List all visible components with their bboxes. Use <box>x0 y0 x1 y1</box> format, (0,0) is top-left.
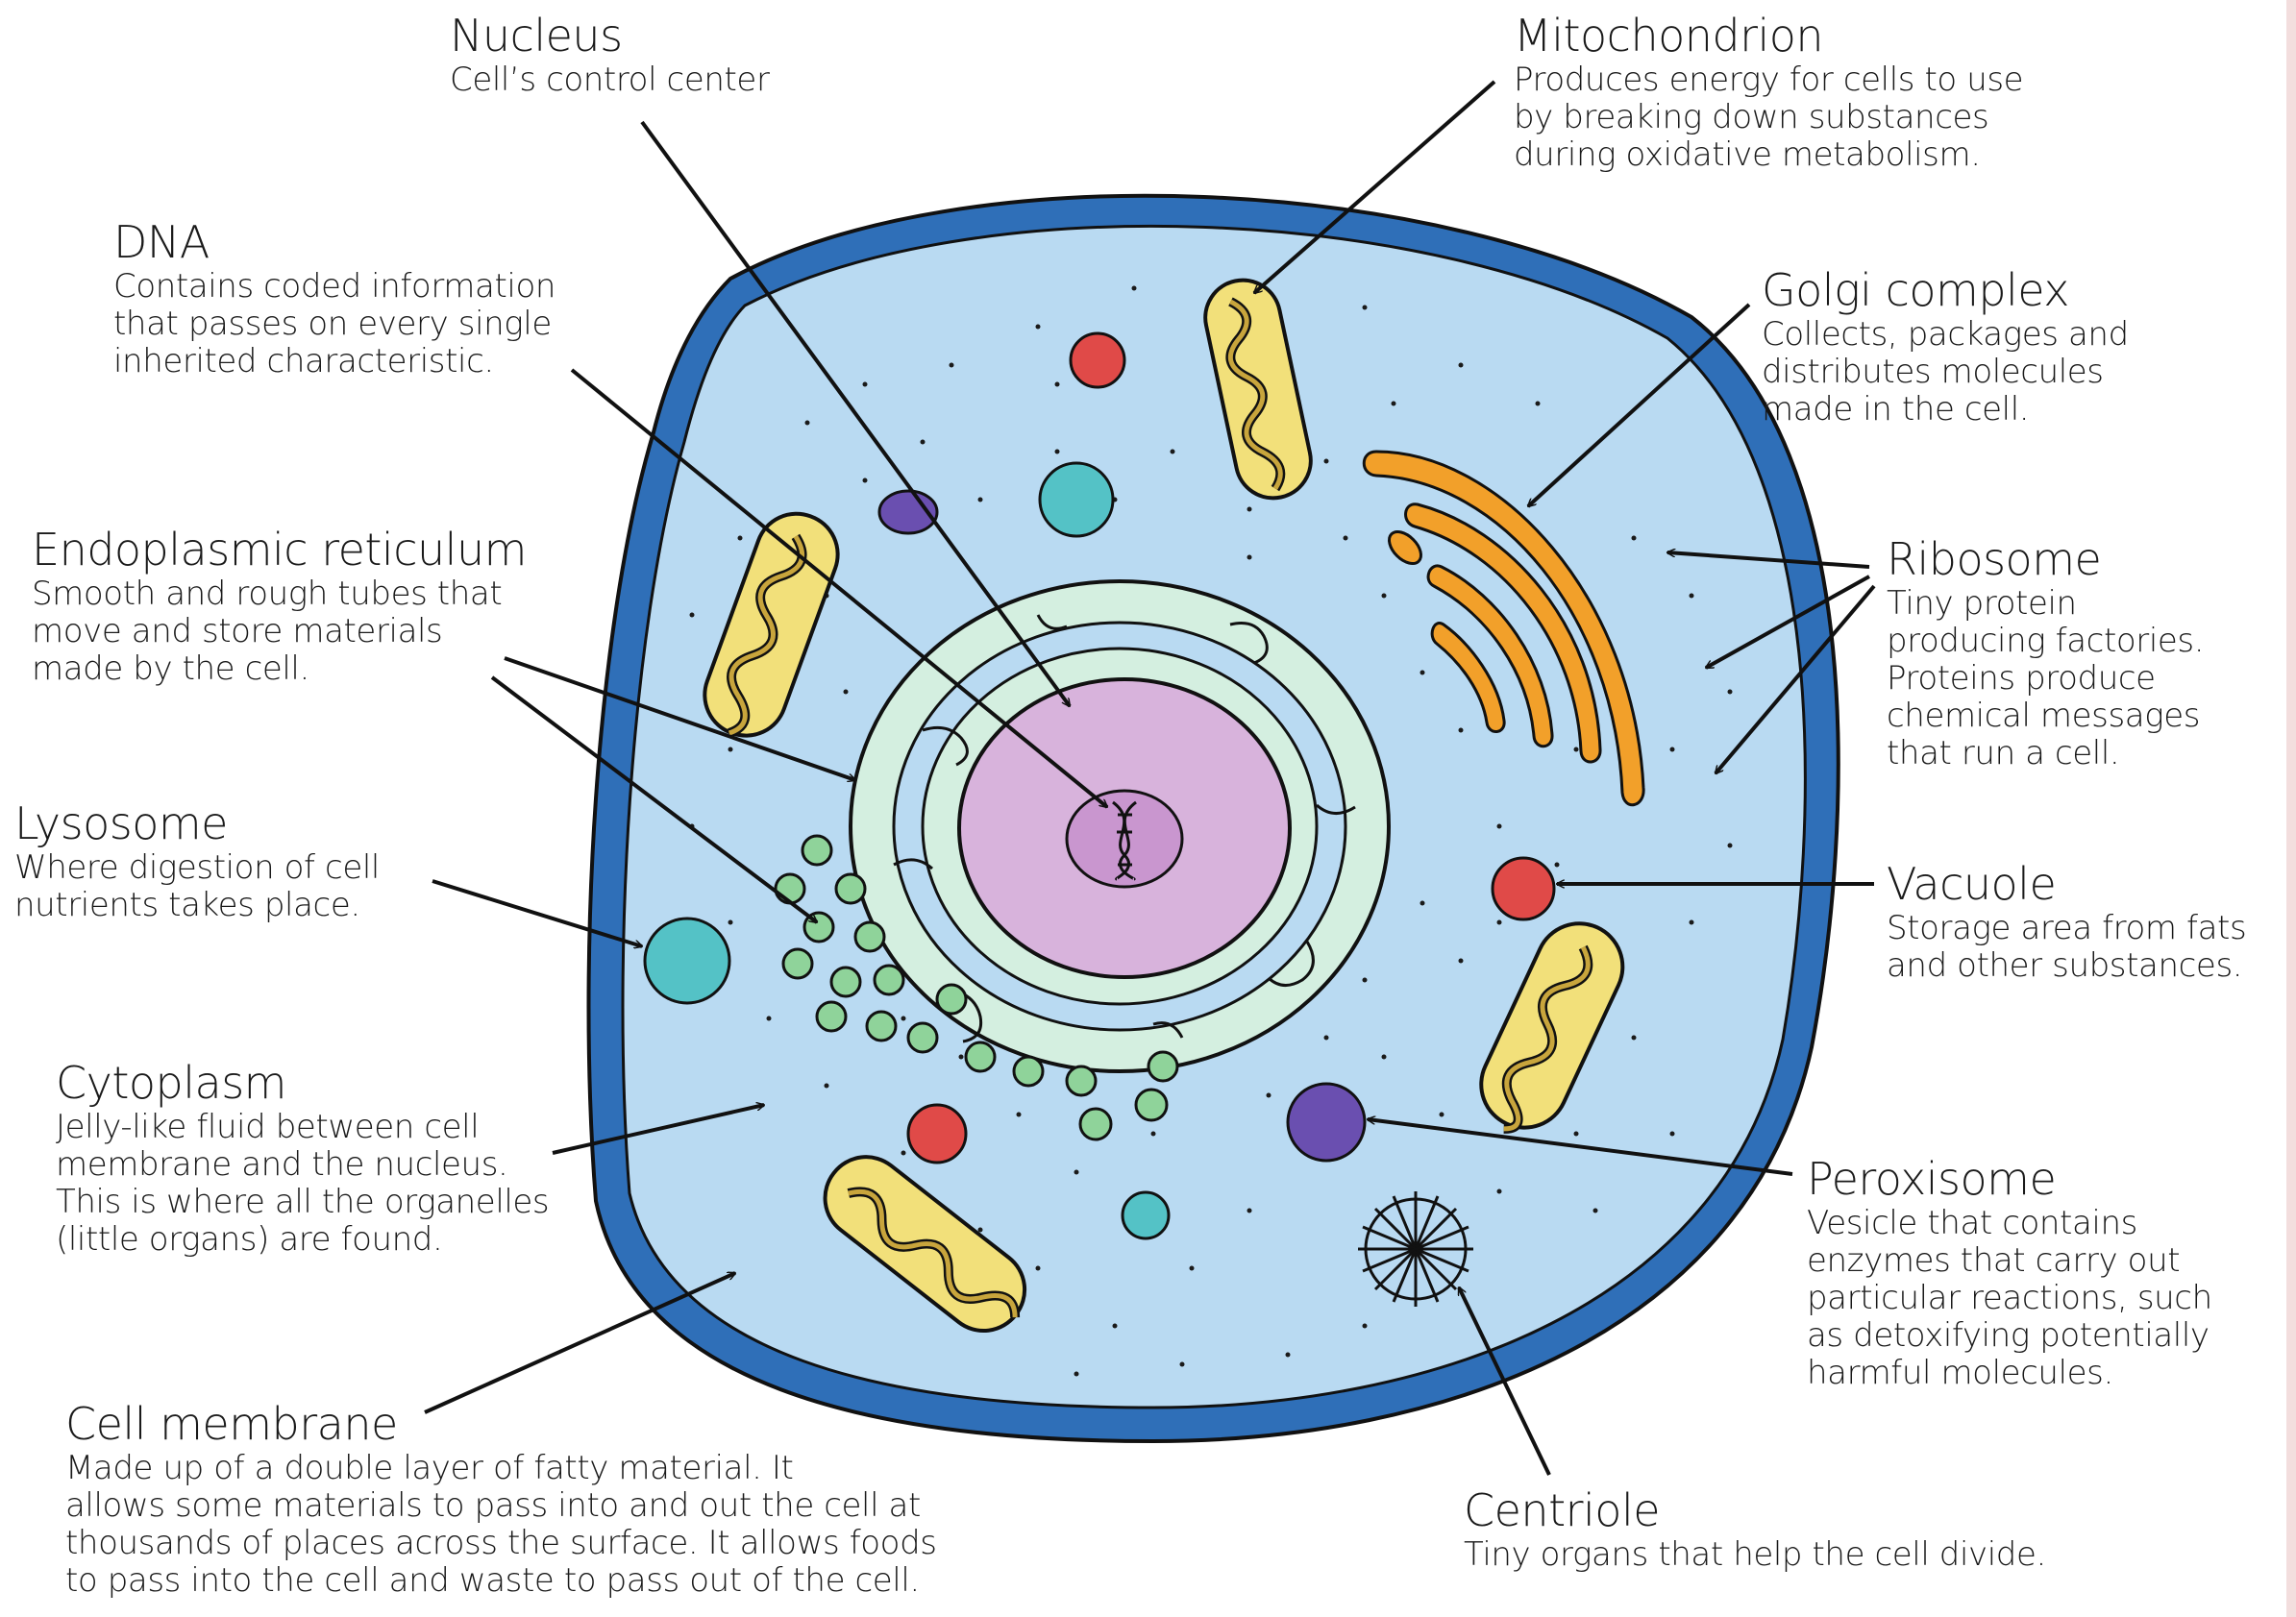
peroxisome-title: Peroxisome <box>1807 1153 2212 1205</box>
vacuole-desc: Storage area from fats and other substan… <box>1887 910 2246 985</box>
dna-title: DNA <box>113 216 555 268</box>
mitochondrion-desc: Produces energy for cells to use by brea… <box>1514 61 2023 174</box>
centriole-title: Centriole <box>1464 1484 2046 1536</box>
label-centriole: Centriole Tiny organs that help the cell… <box>1464 1484 2046 1574</box>
ribosome-title: Ribosome <box>1887 533 2204 585</box>
membrane-title: Cell membrane <box>65 1398 937 1450</box>
centriole <box>1358 1191 1473 1307</box>
centriole-desc: Tiny organs that help the cell divide. <box>1464 1536 2046 1574</box>
label-dna: DNA Contains coded information that pass… <box>113 216 555 380</box>
nucleus-desc: Cell’s control center <box>450 61 770 99</box>
vacuole-title: Vacuole <box>1887 858 2246 910</box>
golgi-desc: Collects, packages and distributes molec… <box>1762 316 2129 429</box>
lysosome-title: Lysosome <box>14 797 380 849</box>
label-golgi-complex: Golgi complex Collects, packages and dis… <box>1762 264 2129 429</box>
cytoplasm-desc: Jelly-like fluid between cell membrane a… <box>56 1109 549 1259</box>
cytoplasm-title: Cytoplasm <box>56 1057 549 1109</box>
label-ribosome: Ribosome Tiny protein producing factorie… <box>1887 533 2204 772</box>
label-endoplasmic-reticulum: Endoplasmic reticulum Smooth and rough t… <box>32 524 527 688</box>
mitochondrion-title: Mitochondrion <box>1514 10 2023 61</box>
dna-desc: Contains coded information that passes o… <box>113 268 555 380</box>
label-cytoplasm: Cytoplasm Jelly-like fluid between cell … <box>56 1057 549 1259</box>
er-desc: Smooth and rough tubes that move and sto… <box>32 576 527 688</box>
label-lysosome: Lysosome Where digestion of cell nutrien… <box>14 797 380 924</box>
membrane-desc: Made up of a double layer of fatty mater… <box>65 1450 937 1600</box>
label-peroxisome: Peroxisome Vesicle that contains enzymes… <box>1807 1153 2212 1392</box>
label-vacuole: Vacuole Storage area from fats and other… <box>1887 858 2246 985</box>
nucleus-title: Nucleus <box>450 10 770 61</box>
label-cell-membrane: Cell membrane Made up of a double layer … <box>65 1398 937 1600</box>
peroxisome-desc: Vesicle that contains enzymes that carry… <box>1807 1205 2212 1392</box>
golgi-title: Golgi complex <box>1762 264 2129 316</box>
ribosome-desc: Tiny protein producing factories. Protei… <box>1887 585 2204 772</box>
lysosome-desc: Where digestion of cell nutrients takes … <box>14 849 380 924</box>
label-mitochondrion: Mitochondrion Produces energy for cells … <box>1514 10 2023 174</box>
label-nucleus: Nucleus Cell’s control center <box>450 10 770 99</box>
er-title: Endoplasmic reticulum <box>32 524 527 576</box>
